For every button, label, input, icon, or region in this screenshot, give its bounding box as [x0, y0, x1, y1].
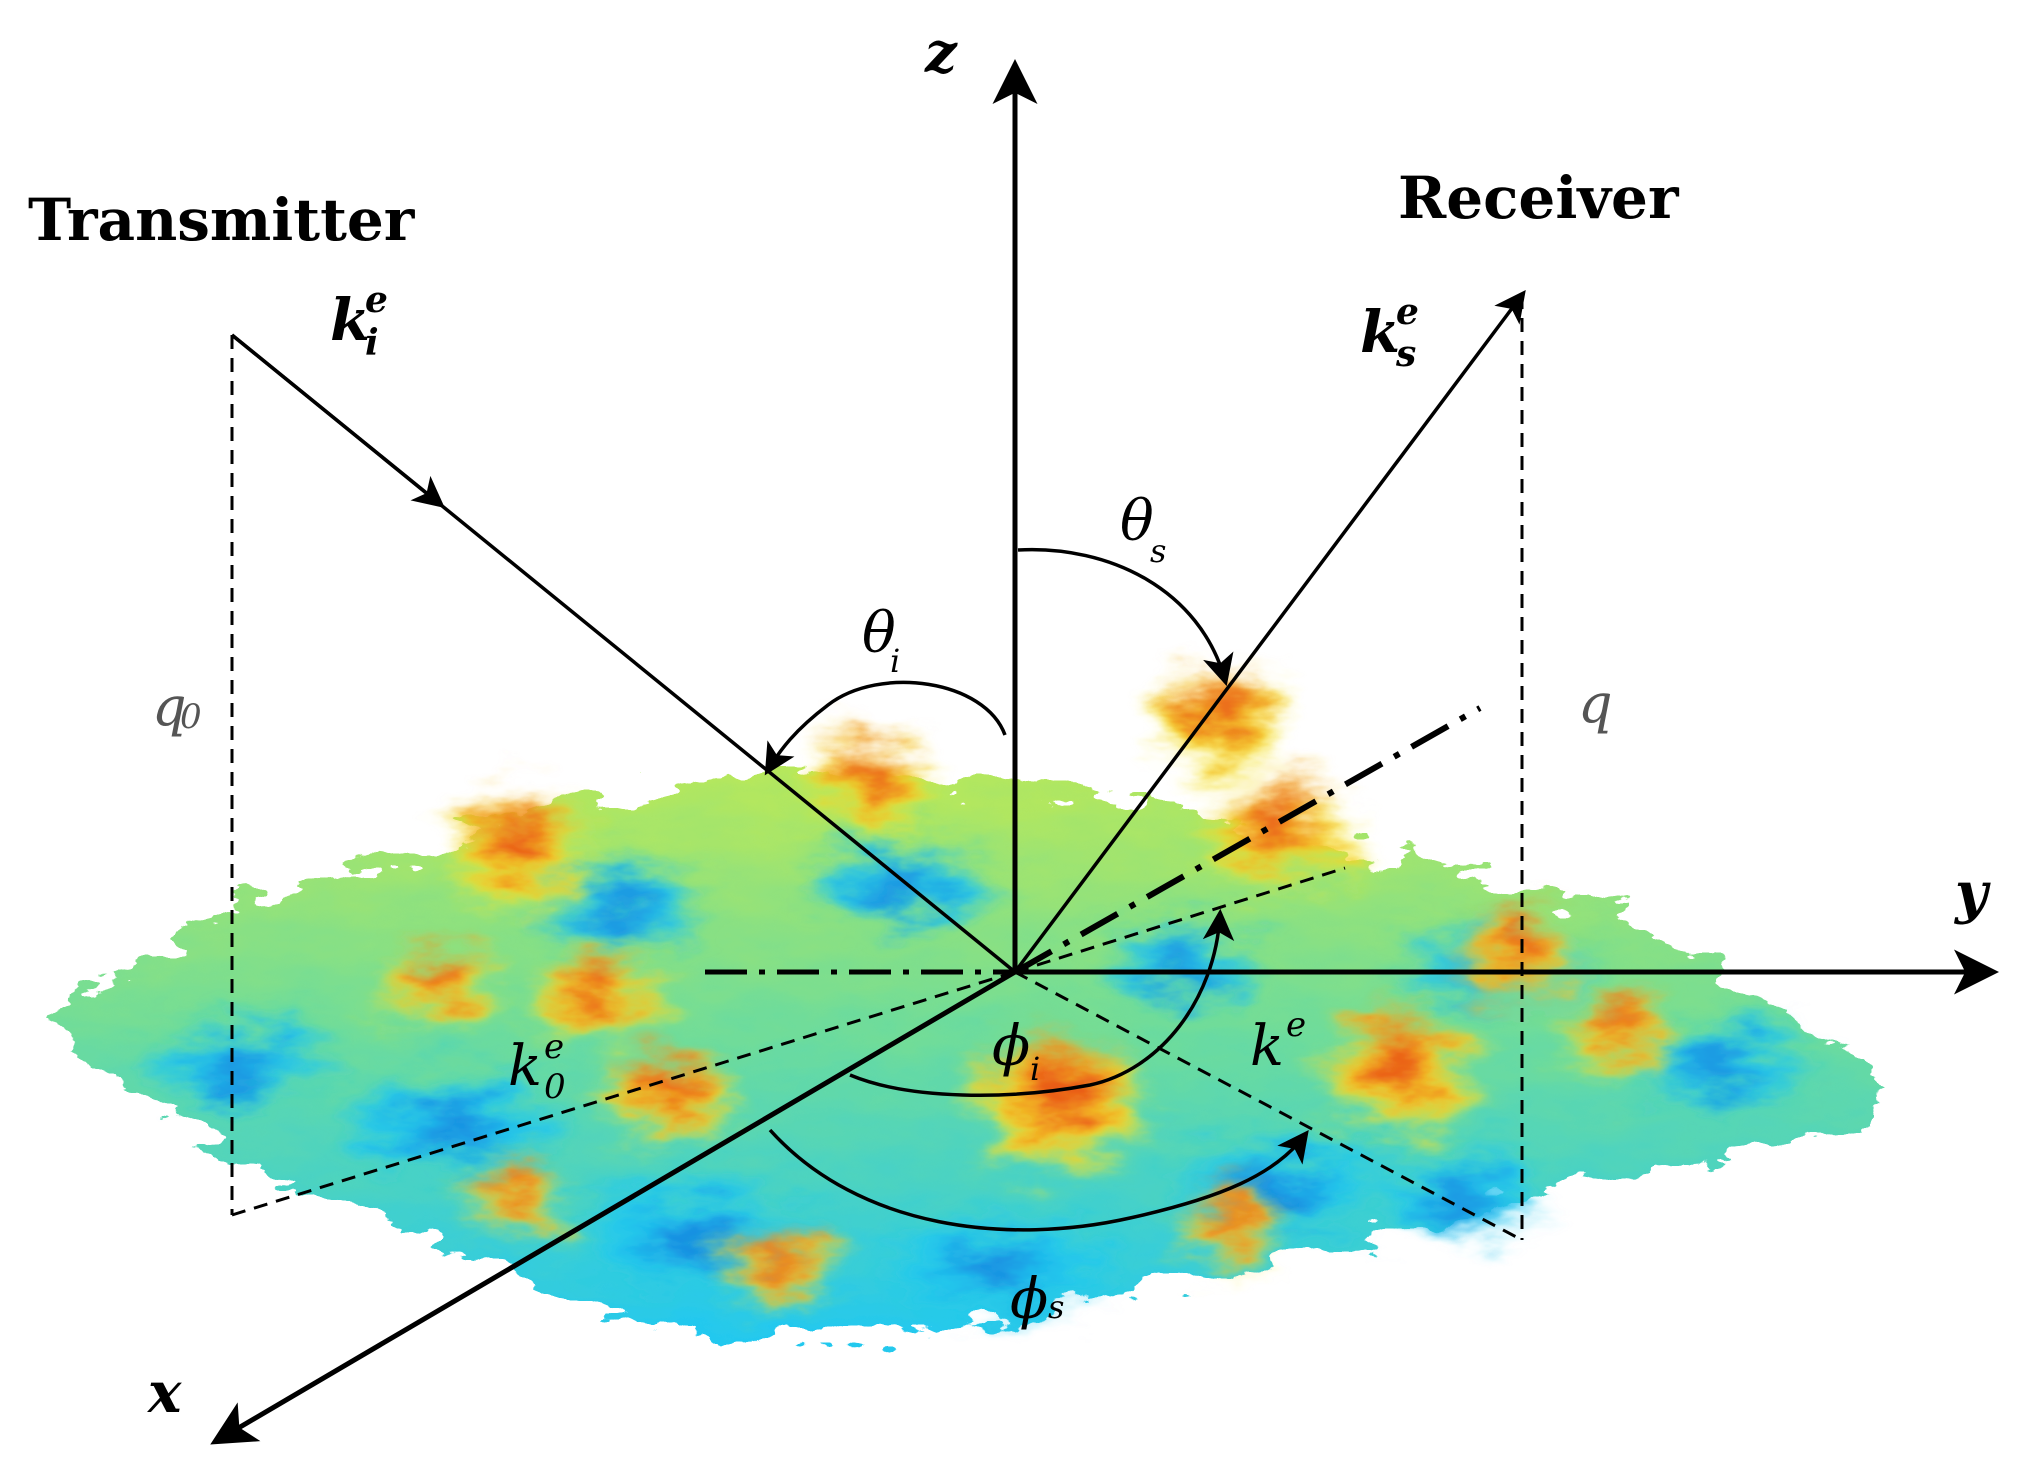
svg-text:θ: θ: [862, 601, 896, 666]
ki-label: k e i: [330, 279, 388, 364]
coordinate-axes: [210, 59, 1999, 1445]
dash-dot-lines: [705, 705, 1482, 975]
y-axis-label: y: [1953, 860, 1991, 926]
theta-s-arc: [1017, 547, 1234, 687]
ks-label: k e s: [1360, 291, 1419, 375]
theta-i-label: θ i: [862, 601, 900, 680]
q0-label: q 0: [152, 675, 202, 738]
svg-text:ϕ: ϕ: [1010, 1267, 1048, 1332]
svg-text:e: e: [544, 1027, 564, 1067]
rough-surface: [55, 675, 1900, 1345]
phi-s-arc: [768, 1128, 1309, 1232]
svg-text:i: i: [890, 642, 900, 680]
svg-text:s: s: [1395, 333, 1416, 375]
ke-ground-line: [1014, 970, 1523, 1242]
svg-text:0: 0: [180, 697, 202, 737]
surface-peaks: [385, 675, 1675, 1305]
k0-label: k e 0: [508, 1027, 566, 1107]
angle-arcs: [764, 547, 1309, 1232]
svg-text:ϕ: ϕ: [992, 1014, 1030, 1079]
svg-text:i: i: [1030, 1050, 1040, 1088]
theta-s-label: θ s: [1120, 489, 1166, 570]
phi-s-label: ϕ s: [1010, 1267, 1064, 1332]
incident-ray-arrow: [230, 333, 445, 508]
svg-text:k: k: [1360, 298, 1400, 366]
phi-i-label: ϕ i: [992, 1014, 1040, 1088]
projection-lines: [230, 295, 1524, 1242]
svg-text:q: q: [152, 675, 187, 738]
dash-dot-right: [1013, 705, 1482, 975]
svg-text:k: k: [508, 1034, 542, 1099]
svg-text:s: s: [1150, 532, 1166, 570]
phi-i-arc: [849, 908, 1235, 1097]
x-axis: [210, 969, 1017, 1445]
ke-forward-line: [1014, 866, 1346, 974]
svg-text:i: i: [365, 322, 379, 364]
svg-text:e: e: [1286, 1005, 1306, 1045]
x-axis-label: x: [147, 1360, 182, 1426]
svg-text:0: 0: [544, 1067, 566, 1107]
svg-text:e: e: [1396, 291, 1419, 333]
wave-vectors: [230, 289, 1526, 974]
svg-text:k: k: [330, 286, 370, 354]
svg-text:θ: θ: [1120, 489, 1154, 554]
scattered-ray: [1013, 289, 1526, 974]
transmitter-label: Transmitter: [28, 186, 416, 254]
svg-text:e: e: [365, 279, 388, 321]
theta-i-arc: [764, 680, 1007, 776]
ke-label: k e: [1250, 1005, 1306, 1079]
svg-text:k: k: [1250, 1014, 1284, 1079]
svg-text:s: s: [1048, 1288, 1064, 1326]
receiver-label: Receiver: [1398, 164, 1680, 232]
q-label: q: [1578, 672, 1613, 735]
labels: Transmitter Receiver z y x k e i k e s k…: [28, 20, 1991, 1426]
z-axis-label: z: [924, 20, 958, 86]
